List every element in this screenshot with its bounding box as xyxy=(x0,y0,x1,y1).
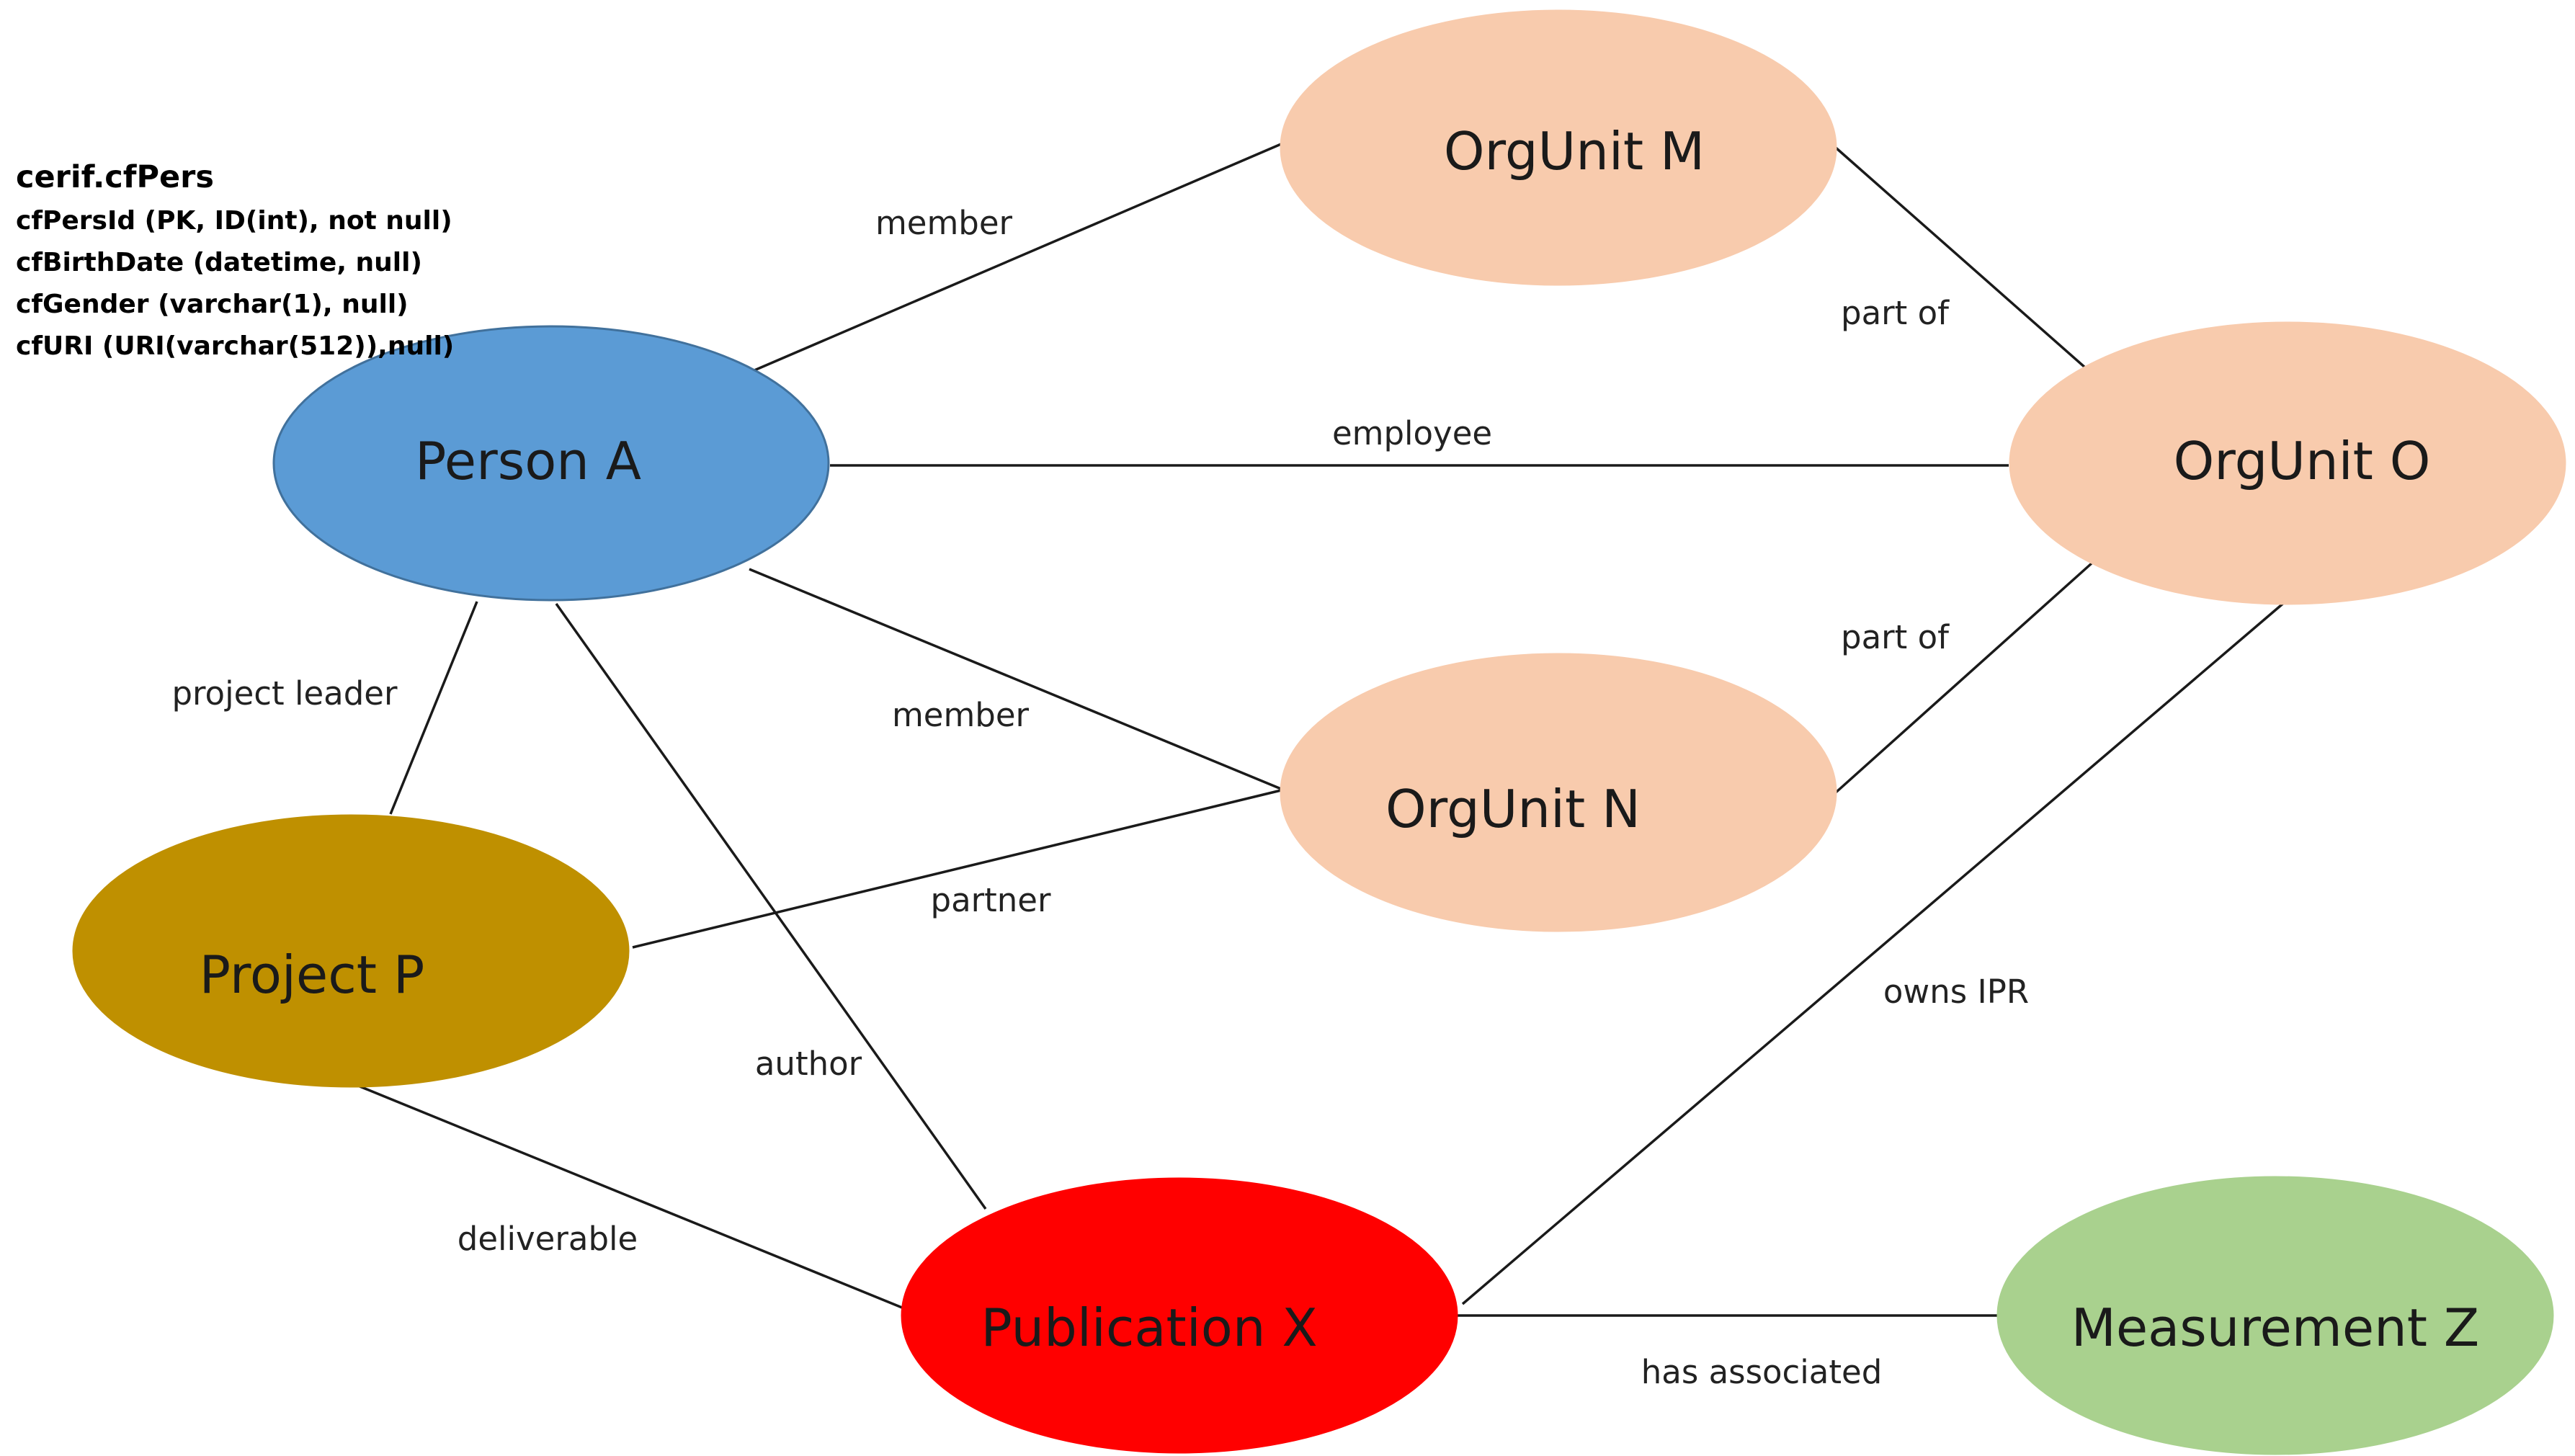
orgunit-n-label: OrgUnit N xyxy=(1385,779,1641,839)
edge-orgunit-o-publication xyxy=(1461,600,2287,1305)
edge-person-publication xyxy=(555,602,987,1210)
orgunit-n-ellipse xyxy=(1280,653,1837,932)
edge-label-project-leader: project leader xyxy=(171,674,397,713)
attribute-line: cfGender (varchar(1), null) xyxy=(16,290,409,319)
edge-label-owns-ipr: owns IPR xyxy=(1883,973,2029,1011)
edge-label-has-associated: has associated xyxy=(1641,1353,1883,1391)
node-orgunit-m: OrgUnit M xyxy=(1280,9,1837,286)
node-publication-x: Publication X xyxy=(901,1177,1458,1454)
edge-project-publication xyxy=(354,1083,903,1309)
orgunit-m-ellipse xyxy=(1280,9,1837,286)
edge-label-part-of-n: part of xyxy=(1841,618,1950,656)
attributes-title: cerif.cfPers xyxy=(16,159,214,195)
edge-project-orgunit-n xyxy=(632,789,1282,949)
edge-label-employee: employee xyxy=(1332,414,1492,452)
person-a-ellipse xyxy=(272,325,830,602)
attribute-line: cfURI (URI(varchar(512)),null) xyxy=(16,331,454,361)
edge-orgunit-n-orgunit-o xyxy=(1834,562,2093,794)
edge-label-partner: partner xyxy=(931,881,1051,919)
node-orgunit-n: OrgUnit N xyxy=(1280,653,1837,932)
person-attributes: cerif.cfPers cfPersId (PK, ID(int), not … xyxy=(16,159,454,361)
edge-person-orgunit-n xyxy=(749,568,1282,790)
edge-label-deliverable: deliverable xyxy=(458,1220,638,1258)
publication-x-label: Publication X xyxy=(981,1298,1317,1358)
orgunit-m-label: OrgUnit M xyxy=(1444,121,1705,182)
publication-x-ellipse xyxy=(901,1177,1458,1454)
measurement-z-label: Measurement Z xyxy=(2071,1298,2480,1358)
node-person-a: Person A xyxy=(272,325,830,602)
node-project-p: Project P xyxy=(72,814,630,1088)
attribute-line: cfBirthDate (datetime, null) xyxy=(16,248,422,277)
edge-label-author: author xyxy=(755,1045,862,1083)
attribute-line: cfPersId (PK, ID(int), not null) xyxy=(16,206,452,236)
edge-orgunit-m-orgunit-o xyxy=(1834,146,2093,375)
orgunit-o-ellipse xyxy=(2009,321,2566,605)
person-a-label: Person A xyxy=(415,431,641,491)
edge-label-member-n: member xyxy=(892,696,1030,734)
project-p-label: Project P xyxy=(200,944,425,1005)
edge-person-orgunit-m xyxy=(749,143,1282,374)
edge-label-member-m: member xyxy=(875,204,1013,242)
measurement-z-ellipse xyxy=(1996,1176,2554,1455)
node-measurement-z: Measurement Z xyxy=(1996,1176,2554,1455)
edge-person-project xyxy=(389,601,478,815)
node-orgunit-o: OrgUnit O xyxy=(2009,321,2566,605)
project-p-ellipse xyxy=(72,814,630,1088)
orgunit-o-label: OrgUnit O xyxy=(2174,431,2431,491)
edge-label-part-of-m: part of xyxy=(1841,294,1950,332)
